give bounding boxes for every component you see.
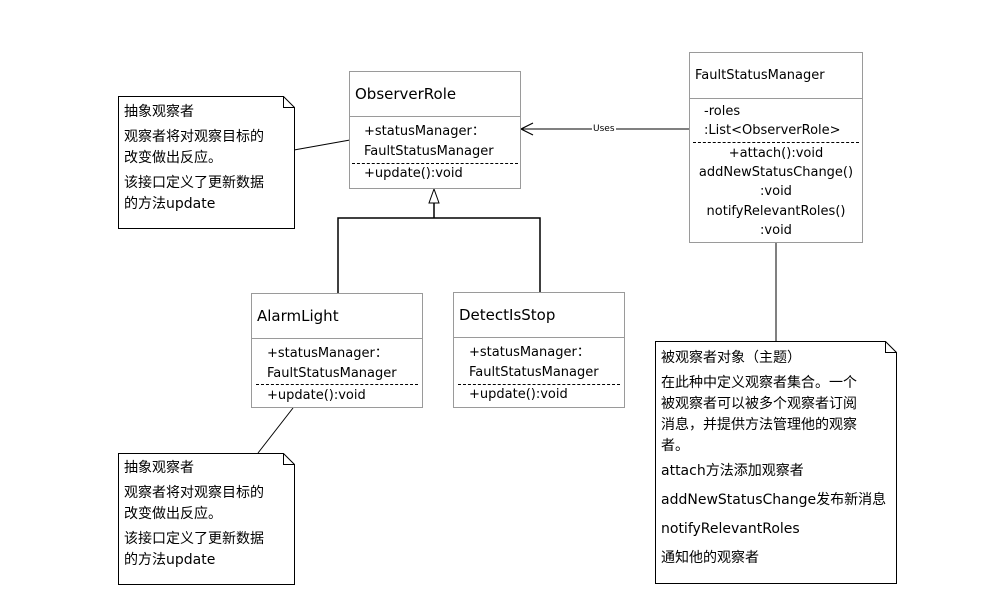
compartment-divider [350,116,520,117]
class-name: DetectIsStop [459,306,556,324]
dashed-divider [256,384,418,385]
note-frame [118,96,295,229]
note-abstract-observer-bottom[interactable]: 抽象观察者 观察者将对观察目标的 改变做出反应。 该接口定义了更新数据 的方法u… [118,453,295,585]
note-title: 被观察者对象（主题） [661,350,801,366]
compartment-divider [690,98,862,99]
note-line: 改变做出反应。 [124,150,222,166]
operation-line: +attach():void [728,146,824,161]
attribute-line: -roles [704,104,741,119]
compartment-divider [454,337,624,338]
note-line: addNewStatusChange发布新消息 [661,492,887,508]
note-line: 者。 [661,438,689,454]
class-detect-is-stop[interactable]: DetectIsStop +statusManager： FaultStatus… [453,292,625,408]
attribute-line: FaultStatusManager [267,366,397,381]
dashed-divider [693,142,859,143]
attribute-line: +statusManager： [267,346,388,361]
note-line: attach方法添加观察者 [661,463,804,479]
operation-line: notifyRelevantRoles() [706,204,846,219]
note-anchor-bottom [257,407,294,454]
note-line: 的方法update [124,196,216,212]
attribute-line: FaultStatusManager [364,144,494,159]
note-line: notifyRelevantRoles [661,521,800,537]
note-text: 抽象观察者 观察者将对观察目标的 改变做出反应。 该接口定义了更新数据 的方法u… [124,458,287,571]
dashed-divider [458,384,620,385]
attribute-line: FaultStatusManager [469,365,599,380]
note-line: 该接口定义了更新数据 [124,531,264,547]
class-fault-status-manager[interactable]: FaultStatusManager -roles :List<Observer… [689,52,863,243]
note-line: 观察者将对观察目标的 [124,129,264,145]
note-line: 消息，并提供方法管理他的观察 [661,417,857,433]
note-line: 该接口定义了更新数据 [124,175,264,191]
uses-label: Uses [592,124,616,134]
note-line: 观察者将对观察目标的 [124,485,264,501]
note-subject[interactable]: 被观察者对象（主题） 在此种中定义观察者集合。一个 被观察者可以被多个观察者订阅… [655,341,897,584]
operation-line: +update():void [469,387,568,402]
uses-arrowhead [519,122,534,136]
note-line: 通知他的观察者 [661,550,759,566]
dashed-divider [352,163,518,164]
operation-line: +update():void [267,388,366,403]
compartment-divider [252,338,422,339]
note-text: 被观察者对象（主题） 在此种中定义观察者集合。一个 被观察者可以被多个观察者订阅… [661,348,889,569]
operation-line: addNewStatusChange() [698,165,854,180]
class-name: AlarmLight [257,307,339,325]
operation-line: :void [760,184,792,199]
class-name: FaultStatusManager [695,68,825,83]
class-observer-role[interactable]: ObserverRole +statusManager： FaultStatus… [349,71,521,189]
note-frame [655,341,897,584]
note-title: 抽象观察者 [124,460,194,476]
note-line: 被观察者可以被多个观察者订阅 [661,396,857,412]
note-frame [118,453,295,585]
class-name: ObserverRole [355,85,457,103]
note-text: 抽象观察者 观察者将对观察目标的 改变做出反应。 该接口定义了更新数据 的方法u… [124,102,287,215]
attribute-line: :List<ObserverRole> [704,123,841,138]
note-line: 的方法update [124,552,216,568]
operation-line: +update():void [364,166,463,181]
class-alarm-light[interactable]: AlarmLight +statusManager： FaultStatusMa… [251,293,423,408]
generalization-line [337,217,541,293]
attribute-line: +statusManager： [364,124,485,139]
generalization-arrowhead [428,187,440,204]
attribute-line: +statusManager： [469,345,590,360]
note-anchor-top [293,139,351,151]
note-line: 改变做出反应。 [124,506,222,522]
note-title: 抽象观察者 [124,104,194,120]
note-line: 在此种中定义观察者集合。一个 [661,375,857,391]
note-abstract-observer-top[interactable]: 抽象观察者 观察者将对观察目标的 改变做出反应。 该接口定义了更新数据 的方法u… [118,96,295,229]
operation-line: :void [760,223,792,238]
